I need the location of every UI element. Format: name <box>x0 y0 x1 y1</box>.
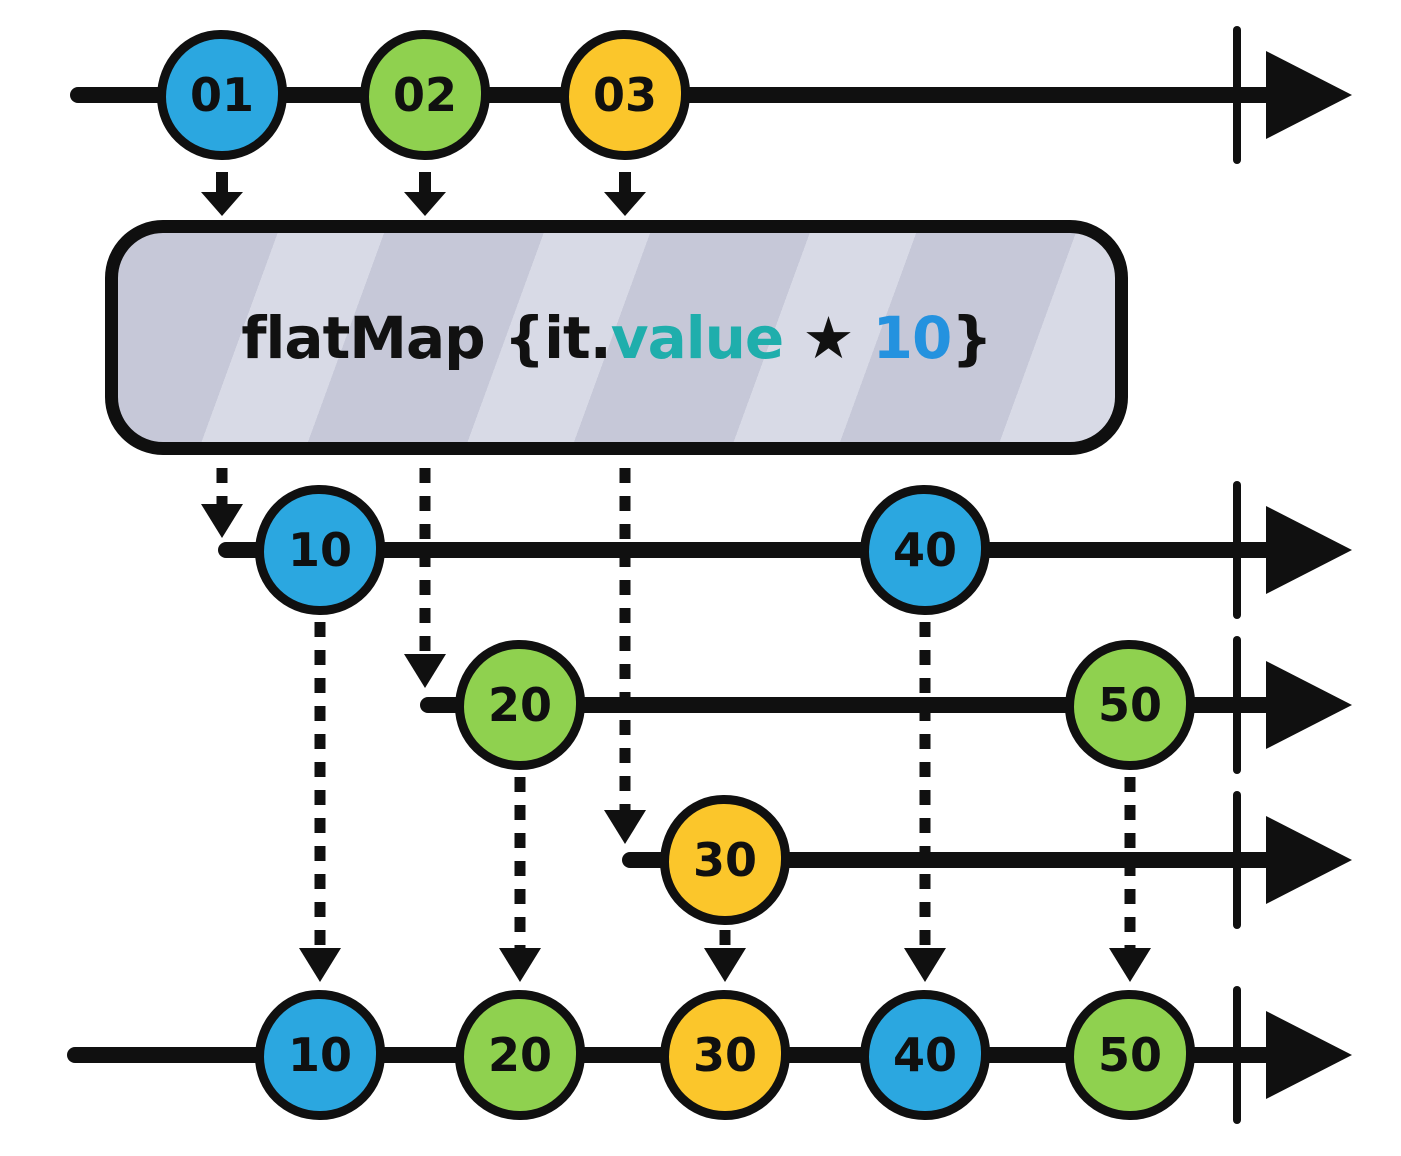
arrow-head <box>704 948 746 982</box>
inner-timeline-1 <box>218 481 1352 619</box>
output-marble-20: 20 <box>455 990 585 1120</box>
marble-label: 03 <box>592 68 657 122</box>
timeline-arrowhead <box>1266 1011 1352 1099</box>
output-marble-40: 40 <box>860 990 990 1120</box>
marble-label: 10 <box>287 1028 352 1082</box>
arrow-head <box>201 504 243 538</box>
inner2-marble-50: 50 <box>1065 640 1195 770</box>
marble-label: 40 <box>892 1028 957 1082</box>
flatmap-operator-box: flatMap {it.value ★ 10} <box>105 220 1128 455</box>
dashed-arrow-30-to-output <box>704 930 746 982</box>
inner3-marble-30: 30 <box>660 795 790 925</box>
dashed-arrow-box-to-inner2 <box>404 468 446 688</box>
arrow-head <box>604 192 646 216</box>
output-marble-10: 10 <box>255 990 385 1120</box>
output-marble-30: 30 <box>660 990 790 1120</box>
dashed-arrow-50-to-output <box>1109 777 1151 982</box>
output-marble-50: 50 <box>1065 990 1195 1120</box>
source-marble-02: 02 <box>360 30 490 160</box>
arrow-head <box>299 948 341 982</box>
source-marble-01: 01 <box>157 30 287 160</box>
arrow-head <box>201 192 243 216</box>
inner1-marble-40: 40 <box>860 485 990 615</box>
marble-label: 30 <box>692 833 757 887</box>
dashed-arrow-20-to-output <box>499 777 541 982</box>
arrow-head <box>1109 948 1151 982</box>
arrow-head <box>904 948 946 982</box>
timeline-arrowhead <box>1266 51 1352 139</box>
arrow-head <box>499 948 541 982</box>
emit-arrow-01-to-box <box>201 172 243 216</box>
multiply-star-icon: ★ <box>783 303 873 372</box>
marble-label: 50 <box>1097 1028 1162 1082</box>
dashed-arrow-40-to-output <box>904 622 946 982</box>
emit-arrow-02-to-box <box>404 172 446 216</box>
operator-factor: 10 <box>872 303 953 372</box>
dashed-arrow-box-to-inner3 <box>604 468 646 844</box>
timeline-arrowhead <box>1266 506 1352 594</box>
marble-label: 20 <box>487 1028 552 1082</box>
marble-label: 20 <box>487 678 552 732</box>
operator-expression: flatMap {it.value ★ 10} <box>241 303 992 372</box>
timeline-arrowhead <box>1266 816 1352 904</box>
marble-label: 02 <box>392 68 457 122</box>
marble-label: 01 <box>189 68 254 122</box>
operator-suffix: } <box>951 303 992 372</box>
arrow-head <box>604 810 646 844</box>
arrow-head <box>404 192 446 216</box>
source-marble-03: 03 <box>560 30 690 160</box>
marble-label: 30 <box>692 1028 757 1082</box>
marble-label: 40 <box>892 523 957 577</box>
timeline-arrowhead <box>1266 661 1352 749</box>
operator-prefix: flatMap {it. <box>241 303 611 372</box>
marble-label: 10 <box>287 523 352 577</box>
marble-label: 50 <box>1097 678 1162 732</box>
dashed-arrow-10-to-output <box>299 622 341 982</box>
arrow-head <box>404 654 446 688</box>
inner2-marble-20: 20 <box>455 640 585 770</box>
inner1-marble-10: 10 <box>255 485 385 615</box>
operator-property: value <box>610 303 784 372</box>
emit-arrow-03-to-box <box>604 172 646 216</box>
dashed-arrow-box-to-inner1 <box>201 468 243 538</box>
